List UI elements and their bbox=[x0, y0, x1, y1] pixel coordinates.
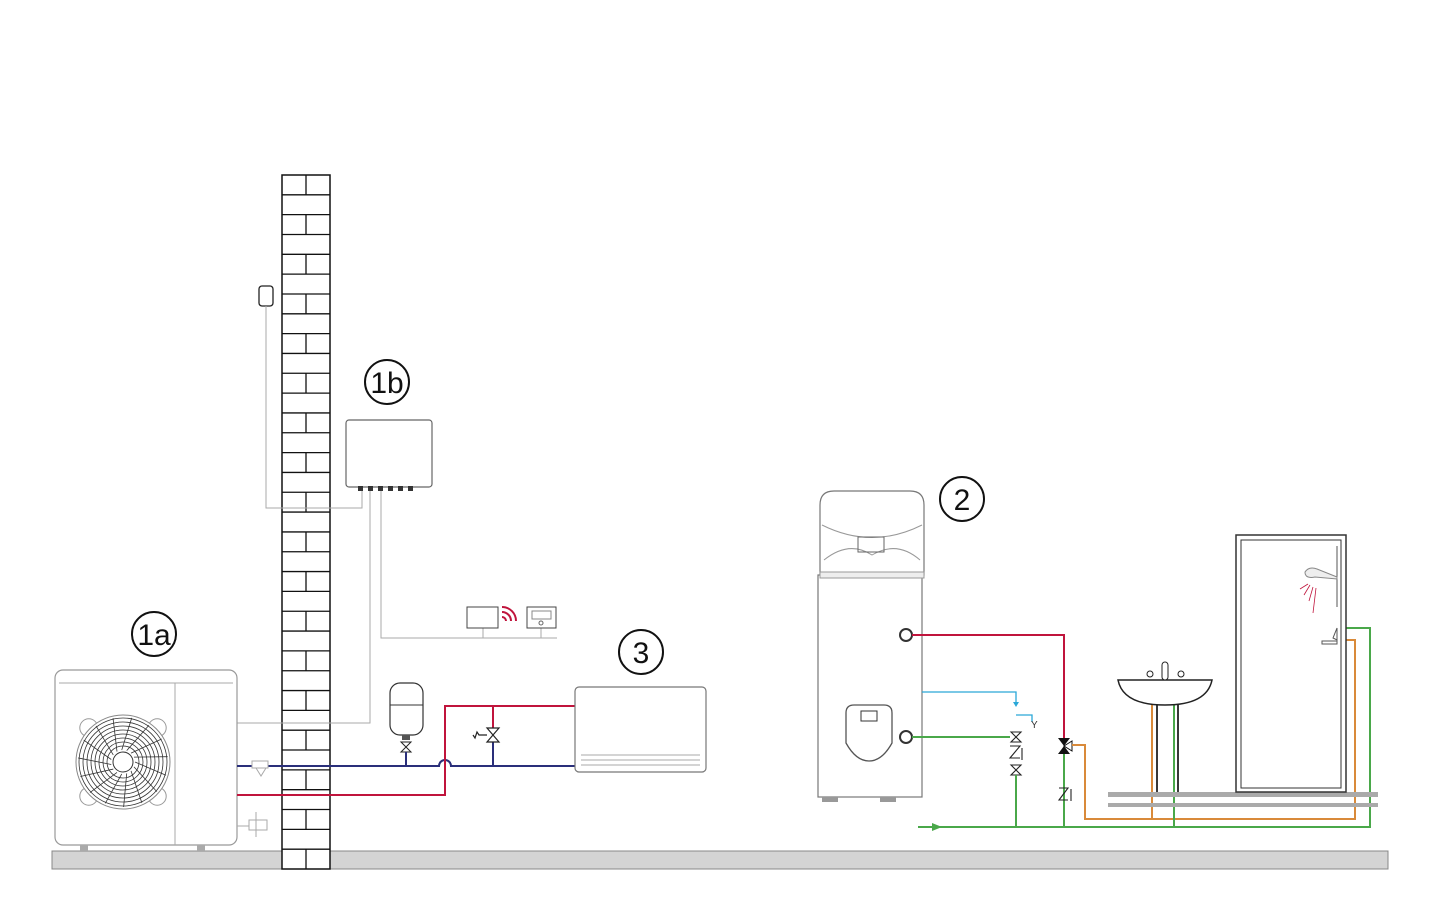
thermostat-cable bbox=[380, 487, 557, 639]
expansion-vessel bbox=[389, 682, 424, 766]
label-1b: 1b bbox=[370, 367, 403, 400]
mixing-valve-icon bbox=[1058, 738, 1073, 754]
drain-label: Y bbox=[1031, 720, 1038, 731]
washbasin bbox=[1117, 661, 1213, 792]
wireless-controller-icon bbox=[526, 606, 557, 629]
flow-pipe bbox=[237, 705, 575, 796]
wifi-signal-icon bbox=[501, 606, 517, 622]
fan-icon bbox=[75, 714, 171, 810]
outdoor-unit-1a bbox=[54, 669, 268, 851]
heat-pump-water-heater-2 bbox=[817, 490, 925, 802]
room-thermostat-icon bbox=[466, 606, 499, 629]
label-1a: 1a bbox=[137, 619, 171, 652]
label-2: 2 bbox=[954, 484, 971, 517]
label-3: 3 bbox=[633, 637, 650, 670]
bypass-valve-icon bbox=[472, 727, 501, 743]
fan-coil-3 bbox=[574, 686, 707, 773]
safety-valve-group-icon bbox=[1008, 731, 1023, 776]
indoor-unit-1b bbox=[345, 419, 433, 491]
ground-slab bbox=[51, 850, 1389, 870]
shower-cabin bbox=[1235, 534, 1347, 793]
outdoor-unit-cable bbox=[237, 487, 371, 724]
hot-water-outlet-pipe bbox=[912, 634, 1065, 740]
relief-line bbox=[922, 691, 1033, 722]
sensor-cable bbox=[265, 306, 363, 509]
brick-wall bbox=[281, 174, 331, 870]
outdoor-sensor-icon bbox=[258, 285, 274, 307]
